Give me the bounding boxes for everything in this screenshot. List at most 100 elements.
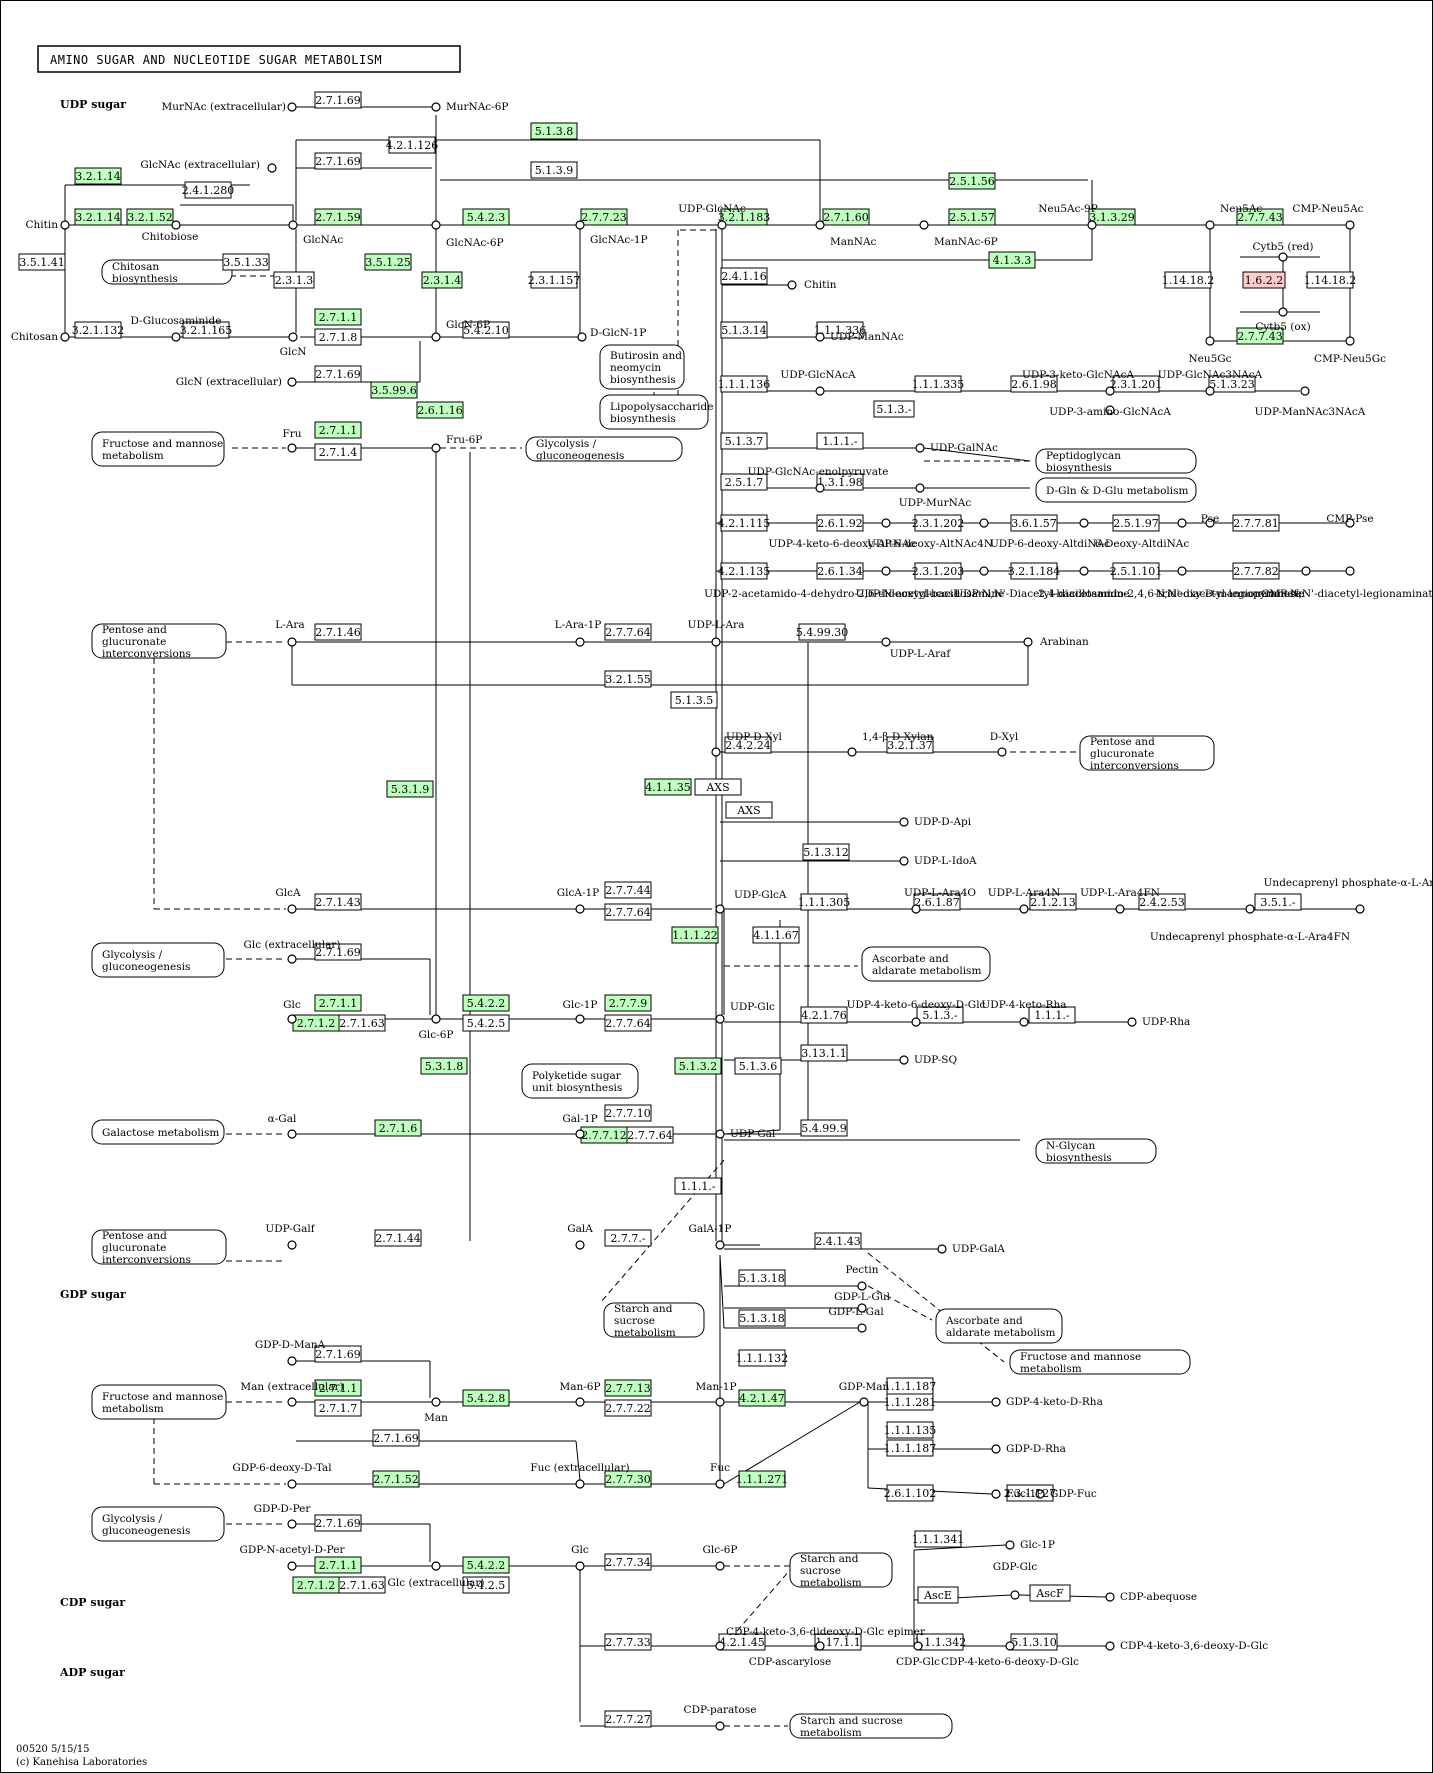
map-link[interactable]: Glycolysis /gluconeogenesis [91,1506,225,1542]
enzyme-box[interactable]: 4.2.1.126 [386,136,438,154]
enzyme-box[interactable]: 2.7.1.4 [314,443,362,461]
enzyme-box[interactable]: 2.4.2.53 [1138,893,1186,911]
compound-node[interactable] [287,1397,297,1407]
compound-node[interactable] [1105,386,1115,396]
compound-node[interactable] [997,747,1007,757]
enzyme-box[interactable]: 2.6.1.16 [416,401,464,419]
enzyme-box[interactable]: 2.7.1.2 [292,1576,340,1594]
compound-node[interactable] [1177,518,1187,528]
compound-node[interactable] [715,904,725,914]
enzyme-box[interactable]: 1.6.2.2 [1242,271,1286,289]
compound-node[interactable] [287,443,297,453]
enzyme-box[interactable]: 1.1.1.305 [798,893,850,911]
compound-node[interactable] [711,637,721,647]
compound-node[interactable] [171,220,181,230]
compound-node[interactable] [60,332,70,342]
map-link[interactable]: D-Gln & D-Glu metabolism [1035,477,1197,503]
compound-node[interactable] [287,1356,297,1366]
compound-node[interactable] [287,1240,297,1250]
enzyme-box[interactable]: 1.1.1.- [816,432,864,450]
compound-node[interactable] [1345,518,1355,528]
enzyme-box[interactable]: 2.7.1.43 [314,893,362,911]
compound-node[interactable] [1127,1017,1137,1027]
enzyme-box[interactable]: 3.2.1.37 [886,736,934,754]
compound-node[interactable] [1301,566,1311,576]
compound-node[interactable] [1205,518,1215,528]
compound-node[interactable] [1245,904,1255,914]
compound-node[interactable] [287,954,297,964]
compound-node[interactable] [1035,1489,1045,1499]
enzyme-box[interactable]: 1.1.1.187 [884,1377,936,1395]
compound-node[interactable] [1010,1590,1020,1600]
compound-node[interactable] [1019,1017,1029,1027]
compound-node[interactable] [1300,386,1310,396]
compound-node[interactable] [431,1397,441,1407]
compound-node[interactable] [815,220,825,230]
compound-node[interactable] [857,1281,867,1291]
enzyme-box[interactable]: 3.2.1.14 [74,167,122,185]
enzyme-box[interactable]: 5.4.2.10 [462,321,510,339]
compound-node[interactable] [715,1721,725,1731]
compound-node[interactable] [857,1303,867,1313]
enzyme-box[interactable]: 1.1.1.136 [718,375,770,393]
enzyme-box[interactable]: 1.14.18.2 [1162,271,1214,289]
enzyme-box[interactable]: AXS [694,778,742,796]
enzyme-box[interactable]: 2.7.7.10 [604,1104,652,1122]
compound-node[interactable] [715,1561,725,1571]
compound-node[interactable] [1087,220,1097,230]
compound-node[interactable] [1079,518,1089,528]
enzyme-box[interactable]: 1.1.1.132 [736,1349,788,1367]
compound-node[interactable] [575,637,585,647]
enzyme-box[interactable]: 2.7.1.60 [822,208,870,226]
enzyme-box[interactable]: 5.1.3.10 [1010,1633,1058,1651]
compound-node[interactable] [575,1129,585,1139]
enzyme-box[interactable]: 2.7.7.- [604,1229,652,1247]
enzyme-box[interactable]: 5.1.3.23 [1208,375,1256,393]
enzyme-box[interactable]: 2.7.7.82 [1232,562,1280,580]
enzyme-box[interactable]: 1.1.1.336 [814,321,866,339]
enzyme-box[interactable]: 4.1.1.35 [644,778,692,796]
compound-node[interactable] [287,1129,297,1139]
compound-node[interactable] [287,1014,297,1024]
enzyme-box[interactable]: 2.7.7.43 [1236,327,1284,345]
enzyme-box[interactable]: 5.1.3.18 [738,1309,786,1327]
compound-node[interactable] [857,1323,867,1333]
compound-node[interactable] [287,904,297,914]
compound-node[interactable] [431,220,441,230]
enzyme-box[interactable]: 2.7.1.44 [374,1229,422,1247]
enzyme-box[interactable]: 1.1.1.135 [884,1421,936,1439]
enzyme-box[interactable]: 1.14.18.2 [1304,271,1356,289]
enzyme-box[interactable]: 2.6.1.98 [1010,375,1058,393]
enzyme-box[interactable]: 3.1.3.29 [1088,208,1136,226]
compound-node[interactable] [431,443,441,453]
enzyme-box[interactable]: 1.3.1.98 [816,473,864,491]
compound-node[interactable] [575,1479,585,1489]
enzyme-box[interactable]: 5.1.3.14 [720,321,768,339]
enzyme-box[interactable]: 5.4.2.2 [462,1556,510,1574]
enzyme-box[interactable]: 5.3.1.9 [386,780,434,798]
compound-node[interactable] [267,163,277,173]
enzyme-box[interactable]: 4.2.1.45 [718,1633,766,1651]
enzyme-box[interactable]: 5.1.3.2 [674,1057,722,1075]
compound-node[interactable] [577,332,587,342]
enzyme-box[interactable]: 2.4.1.43 [814,1232,862,1250]
enzyme-box[interactable]: 4.2.1.76 [800,1006,848,1024]
compound-node[interactable] [575,904,585,914]
compound-node[interactable] [1105,405,1115,415]
enzyme-box[interactable]: 3.2.1.14 [74,208,122,226]
enzyme-box[interactable]: 2.6.1.102 [884,1484,936,1502]
compound-node[interactable] [1023,637,1033,647]
enzyme-box[interactable]: 2.7.7.64 [604,1014,652,1032]
enzyme-box[interactable]: 2.7.1.59 [314,208,362,226]
enzyme-box[interactable]: 5.4.2.5 [462,1014,510,1032]
compound-node[interactable] [287,1519,297,1529]
enzyme-box[interactable]: 2.7.7.34 [604,1553,652,1571]
compound-node[interactable] [288,220,298,230]
enzyme-box[interactable]: 2.6.1.92 [816,514,864,532]
enzyme-box[interactable]: 2.7.7.64 [626,1126,674,1144]
enzyme-box[interactable]: 5.4.2.5 [462,1576,510,1594]
